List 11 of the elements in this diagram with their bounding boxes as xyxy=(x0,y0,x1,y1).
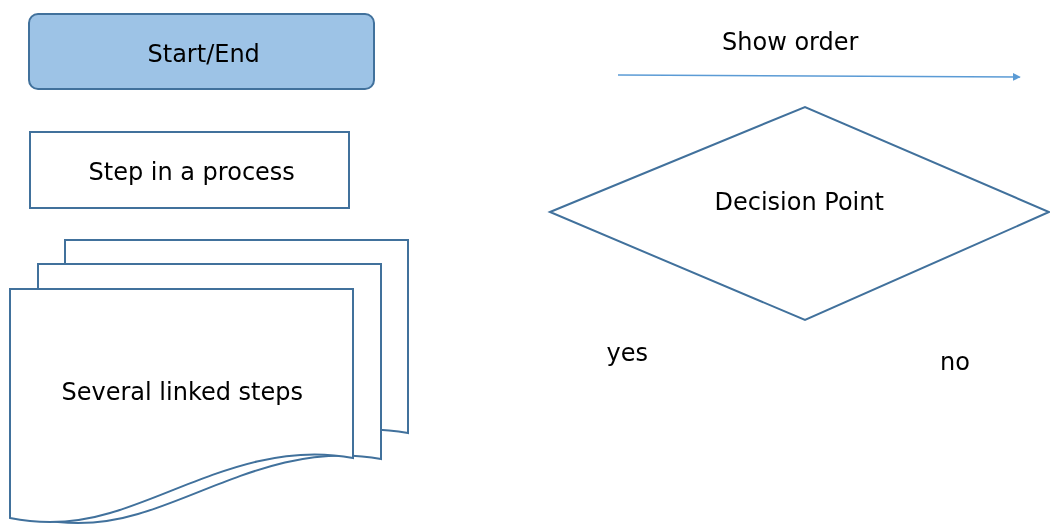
node-label: Step in a process xyxy=(88,158,295,186)
branch-label: no xyxy=(940,348,970,376)
multi-document-shape xyxy=(10,238,412,527)
branch-label: yes xyxy=(606,339,648,367)
arrow-caption: Show order xyxy=(722,28,859,56)
terminal-box xyxy=(28,13,375,90)
node-label: Start/End xyxy=(147,39,260,68)
process-box xyxy=(29,131,350,209)
decision-diamond xyxy=(548,105,1050,322)
node-label: Decision Point xyxy=(714,188,884,216)
node-label: Several linked steps xyxy=(61,378,303,406)
